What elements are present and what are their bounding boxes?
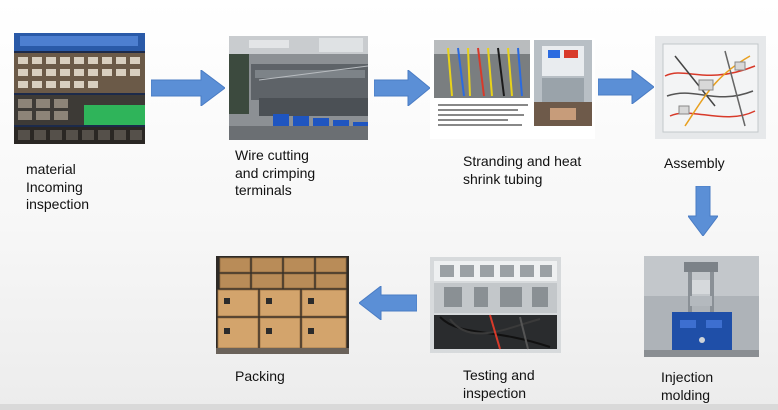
step-label-assembly: Assembly bbox=[664, 155, 725, 171]
step-label-wire-cutting: Wire cutting and crimping terminals bbox=[235, 147, 316, 198]
packing-photo bbox=[216, 256, 349, 354]
assembly-photo bbox=[655, 36, 766, 139]
stranding-photo bbox=[430, 38, 595, 139]
arrow-right-icon bbox=[374, 70, 430, 106]
arrow-left-icon bbox=[359, 286, 417, 320]
testing-photo bbox=[430, 257, 561, 353]
arrow-right-icon bbox=[598, 70, 654, 104]
step-label-stranding: Stranding and heat shrink tubing bbox=[463, 153, 582, 187]
bottom-bar bbox=[0, 404, 778, 410]
step-label-material: material Incoming inspection bbox=[26, 161, 90, 212]
material-inspection-photo bbox=[14, 33, 145, 144]
arrow-right-icon bbox=[151, 70, 225, 106]
step-label-injection: Injection molding bbox=[661, 369, 714, 403]
step-label-packing: Packing bbox=[235, 368, 285, 384]
injection-molding-photo bbox=[644, 256, 759, 357]
wire-cutting-photo bbox=[229, 36, 368, 140]
arrow-down-icon bbox=[688, 186, 718, 236]
step-label-testing: Testing and inspection bbox=[463, 367, 535, 401]
